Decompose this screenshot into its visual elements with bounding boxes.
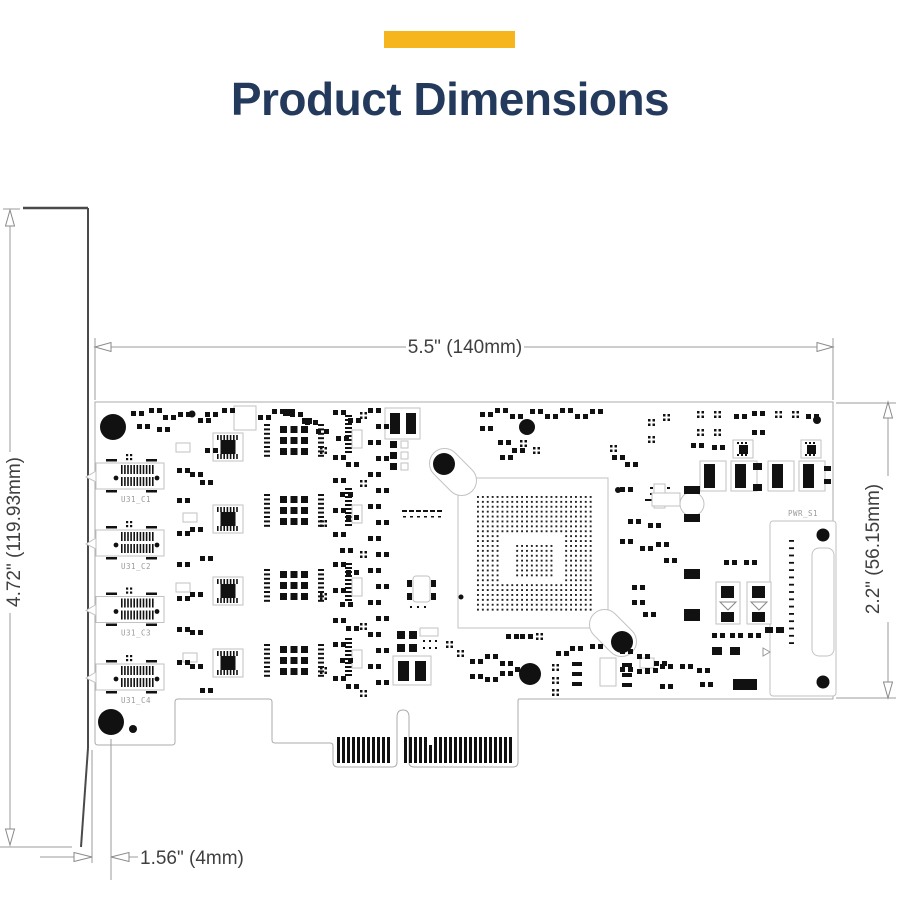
- accent-bar: [384, 31, 515, 48]
- usb-port-1: U31_C1: [84, 454, 165, 504]
- usb-port-3: U31_C3: [84, 587, 165, 638]
- usb-port-label-4: U31_C4: [121, 696, 151, 705]
- dimension-annotations: [0, 208, 896, 880]
- usb-port-2: U31_C2: [84, 521, 165, 571]
- usb-port-4: U31_C4: [84, 655, 165, 705]
- bracket-height-dimension-label: 4.72" (119.93mm): [4, 457, 25, 607]
- power-header-label: PWR_S1: [788, 509, 818, 518]
- main-chip-bga: [429, 448, 637, 657]
- usb-port-label-2: U31_C2: [121, 562, 151, 571]
- page-title: Product Dimensions: [230, 73, 670, 125]
- pci-bracket: [23, 206, 89, 848]
- usb-port-label-1: U31_C1: [121, 495, 151, 504]
- bracket-offset-dimension-label: 1.56" (4mm): [140, 848, 244, 869]
- width-dimension-label: 5.5" (140mm): [408, 337, 522, 358]
- board-height-dimension-label: 2.2" (56.15mm): [863, 484, 884, 614]
- usb-port-label-3: U31_C3: [121, 629, 151, 638]
- power-connector: PWR_S1: [762, 509, 837, 697]
- pcie-edge-connector: [337, 737, 512, 763]
